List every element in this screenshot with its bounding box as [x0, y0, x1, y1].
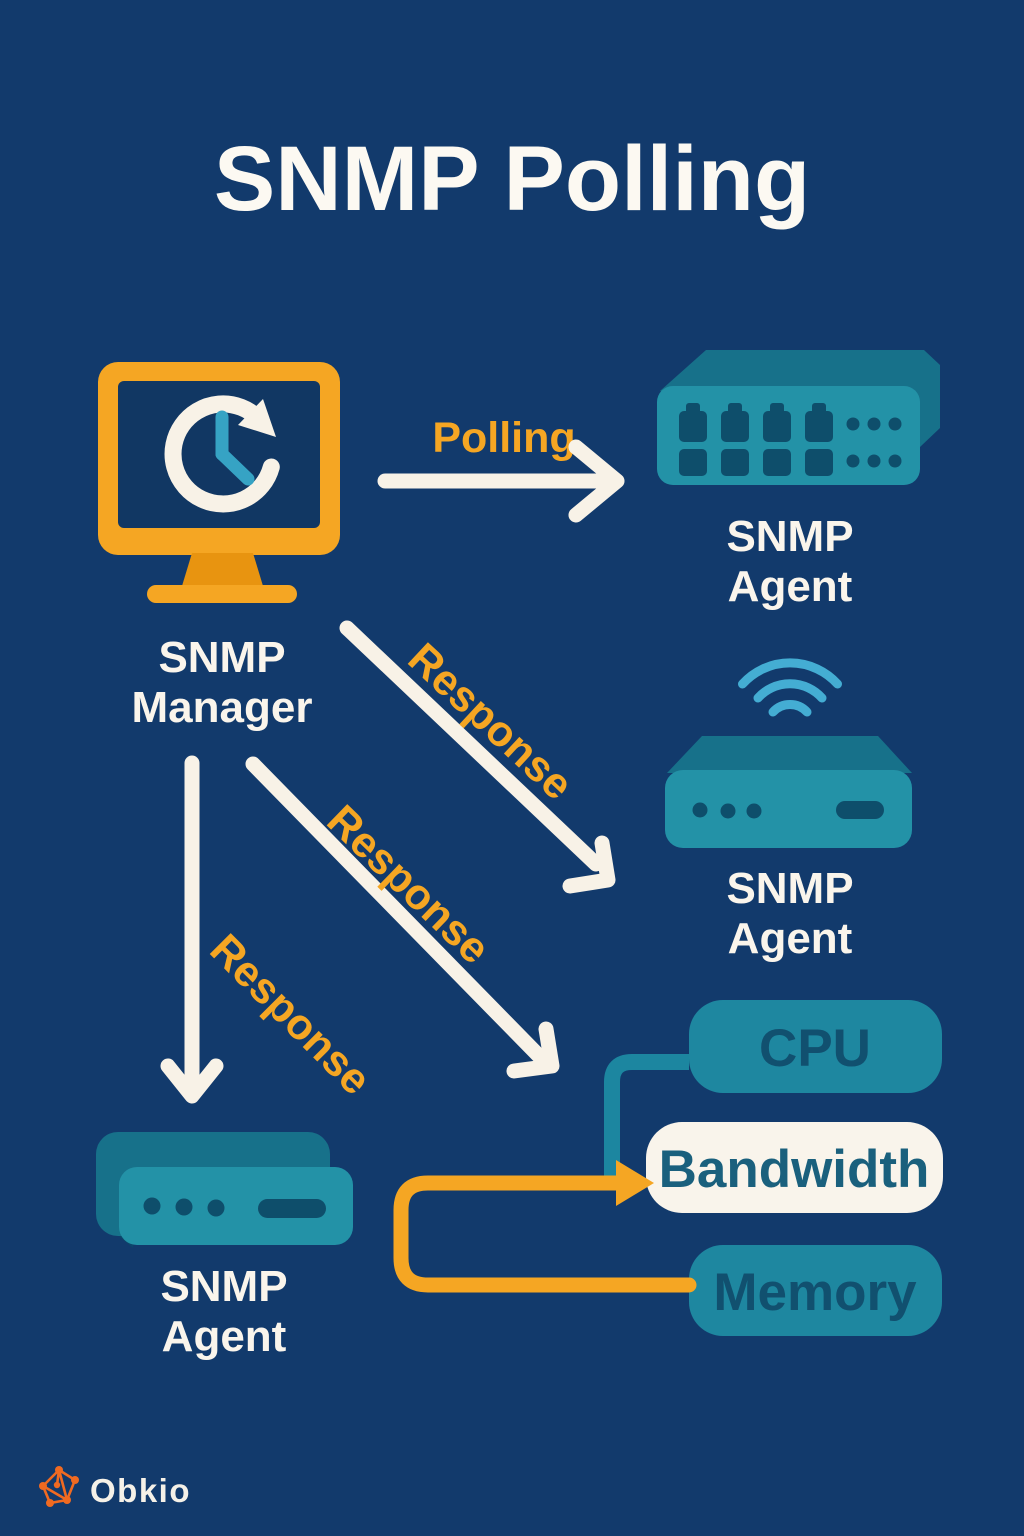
- router-top-face: [667, 736, 912, 773]
- router-body: [665, 770, 912, 848]
- monitor-history-clock-icon: [98, 362, 340, 603]
- clock-hand-hour: [215, 447, 255, 486]
- memory-pill: Memory: [689, 1245, 942, 1336]
- wifi-waves-icon: [738, 658, 842, 717]
- switch-ports-top: [679, 403, 833, 442]
- monitor-stand: [182, 553, 263, 586]
- obkio-network-icon: [39, 1466, 79, 1507]
- response-2-arrowhead: [506, 1021, 560, 1079]
- agent-middle-label-line2: Agent: [728, 914, 853, 963]
- wireless-router-icon: [665, 658, 912, 848]
- polling-arrow: Polling: [377, 414, 625, 523]
- polling-arrow-label: Polling: [432, 414, 575, 462]
- memory-label: Memory: [713, 1263, 917, 1322]
- agent-top-label-line1: SNMP: [726, 512, 853, 561]
- brand-name: Obkio: [90, 1472, 191, 1509]
- router2-led-dots: [143, 1197, 225, 1217]
- cpu-label: CPU: [759, 1019, 871, 1078]
- router2-body: [119, 1167, 353, 1245]
- cpu-connector-line: [604, 1054, 689, 1180]
- agent-bottom-label-line1: SNMP: [160, 1262, 287, 1311]
- router-icon: [96, 1132, 353, 1248]
- obkio-logo: Obkio: [39, 1466, 191, 1509]
- response-1-arrowhead: [562, 835, 616, 894]
- bandwidth-arrowhead: [616, 1160, 654, 1206]
- monitor-base: [147, 585, 297, 603]
- agent-bottom-label-line2: Agent: [162, 1312, 287, 1361]
- clock-arrowhead: [238, 399, 276, 437]
- agent-middle-label-line1: SNMP: [726, 864, 853, 913]
- history-clock-icon: [164, 395, 280, 513]
- router2-slot: [258, 1199, 326, 1218]
- switch-ports-bottom: [679, 449, 833, 476]
- manager-label-line1: SNMP: [158, 633, 285, 682]
- cpu-pill: CPU: [689, 1000, 942, 1093]
- network-switch-icon: [657, 350, 940, 485]
- memory-to-bandwidth-connector: [393, 1160, 697, 1293]
- bandwidth-pill: Bandwidth: [646, 1122, 943, 1213]
- router-led-dots: [692, 802, 762, 819]
- page-title: SNMP Polling: [214, 128, 810, 230]
- router-slot: [836, 801, 884, 819]
- polling-arrowhead: [568, 439, 625, 523]
- switch-led-dots: [846, 417, 902, 468]
- bandwidth-label: Bandwidth: [659, 1140, 930, 1199]
- response-3-arrowhead: [160, 1058, 224, 1104]
- manager-label-line2: Manager: [132, 683, 313, 732]
- agent-top-label-line2: Agent: [728, 562, 853, 611]
